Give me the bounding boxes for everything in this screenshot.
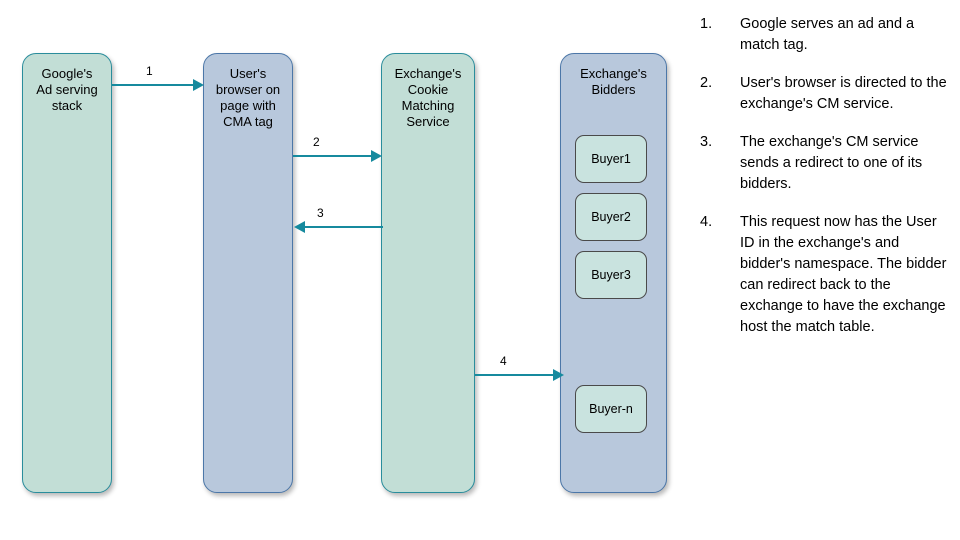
step-text: Google serves an ad and a match tag.	[740, 16, 915, 53]
arrow-4-line	[475, 374, 557, 376]
list-item: 2. User's browser is directed to the exc…	[700, 73, 950, 115]
step-number: 3.	[700, 134, 713, 150]
arrow-4-label: 4	[500, 354, 507, 368]
arrow-2-line	[293, 155, 373, 157]
arrow-1-head	[193, 79, 204, 91]
arrow-4-head	[553, 369, 564, 381]
buyer-label: Buyer1	[591, 152, 631, 166]
arrow-2-head	[371, 150, 382, 162]
flow-diagram: Google's Ad serving stack User's browser…	[22, 53, 667, 493]
step-text: This request now has the User ID in the …	[740, 214, 947, 335]
buyer-label: Buyer2	[591, 210, 631, 224]
step-number: 1.	[700, 16, 713, 32]
node-label: Google's Ad serving stack	[36, 66, 98, 113]
step-number: 4.	[700, 214, 713, 230]
list-item: 4. This request now has the User ID in t…	[700, 212, 950, 338]
arrow-1-line	[112, 84, 195, 86]
node-google-ad-serving-stack[interactable]: Google's Ad serving stack	[22, 53, 112, 493]
arrow-1-label: 1	[146, 64, 153, 78]
buyer-box-n[interactable]: Buyer-n	[575, 385, 647, 433]
node-user-browser[interactable]: User's browser on page with CMA tag	[203, 53, 293, 493]
steps-list: 1. Google serves an ad and a match tag. …	[700, 14, 950, 355]
buyer-box-3[interactable]: Buyer3	[575, 251, 647, 299]
arrow-2-label: 2	[313, 135, 320, 149]
list-item: 3. The exchange's CM service sends a red…	[700, 132, 950, 195]
buyer-label: Buyer3	[591, 268, 631, 282]
step-number: 2.	[700, 75, 713, 91]
buyer-box-2[interactable]: Buyer2	[575, 193, 647, 241]
step-text: User's browser is directed to the exchan…	[740, 75, 947, 112]
buyer-label: Buyer-n	[589, 402, 633, 416]
arrow-3-head	[294, 221, 305, 233]
node-label: Exchange's Bidders	[580, 66, 647, 97]
list-item: 1. Google serves an ad and a match tag.	[700, 14, 950, 56]
node-exchange-cookie-matching-service[interactable]: Exchange's Cookie Matching Service	[381, 53, 475, 493]
node-label: User's browser on page with CMA tag	[215, 66, 281, 129]
arrow-3-label: 3	[317, 206, 324, 220]
arrow-3-line	[303, 226, 383, 228]
buyer-box-1[interactable]: Buyer1	[575, 135, 647, 183]
step-text: The exchange's CM service sends a redire…	[740, 134, 923, 192]
node-label: Exchange's Cookie Matching Service	[394, 66, 462, 129]
